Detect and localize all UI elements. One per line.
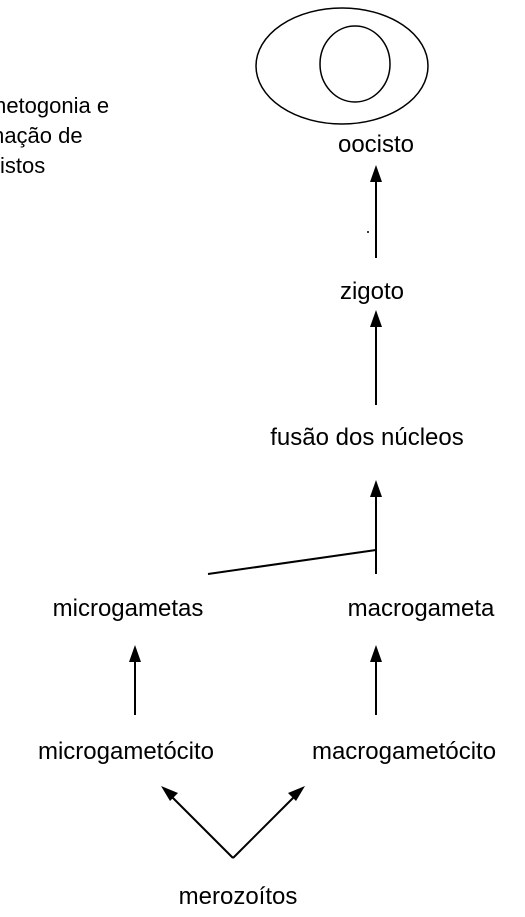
label-microgametas: microgametas [52, 595, 204, 622]
oocyst-outer-wall [255, 7, 429, 125]
microgametas-join-line [207, 549, 377, 575]
side-note-line-1: metogonia e [0, 93, 110, 118]
side-note-text: metogonia e mação de cistos [0, 91, 109, 181]
label-macrogametocito: macrogametócito [311, 738, 497, 765]
arrow-merozoitos-to-macrogametocito [232, 790, 301, 859]
label-zigoto: zigoto [339, 278, 405, 305]
arrowhead-fusao [370, 480, 382, 497]
label-macrogameta: macrogameta [347, 595, 495, 622]
arrowhead-macrogametocito [288, 786, 305, 801]
arrow-merozoitos-to-microgametocito [165, 790, 234, 859]
oocyst-inner-body [319, 25, 391, 103]
arrowhead-macrogameta [370, 645, 382, 662]
speck-dot [367, 231, 369, 233]
side-note-line-3: cistos [0, 153, 46, 178]
arrowhead-zigoto [370, 310, 382, 327]
label-oocisto: oocisto [337, 131, 415, 158]
label-merozoitos: merozoítos [178, 883, 298, 910]
side-note-line-2: mação de [0, 123, 83, 148]
label-fusao-dos-nucleos: fusão dos núcleos [270, 424, 464, 451]
arrowhead-microgametas [129, 645, 141, 662]
oocyst-illustration [255, 7, 429, 125]
arrowhead-microgametocito [161, 786, 178, 801]
label-microgametocito: microgametócito [37, 738, 215, 765]
arrowhead-oocisto [370, 165, 382, 182]
